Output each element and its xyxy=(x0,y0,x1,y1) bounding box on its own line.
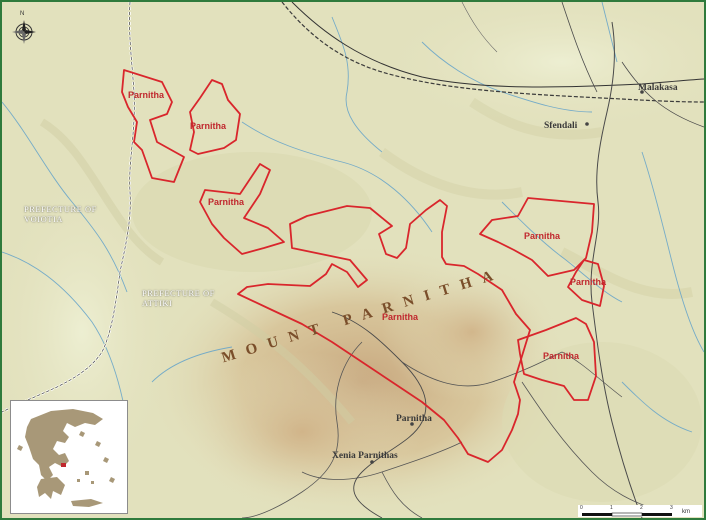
scale-tick-1: 1 xyxy=(610,505,613,511)
greece-locator-inset xyxy=(10,400,128,514)
river-network xyxy=(2,2,704,433)
scale-bar: 0 1 2 3 km xyxy=(578,505,702,517)
place-label-parnitha-village: Parnitha xyxy=(396,414,432,424)
prefecture-label-voiotia: PREFECTURE OF VOIOTIA xyxy=(24,204,97,224)
place-label-xenia: Xenia Parnithas xyxy=(332,451,398,461)
road-network xyxy=(241,2,704,518)
scale-tick-0: 0 xyxy=(580,505,583,511)
place-label-sfendali: Sfendali xyxy=(544,121,578,131)
site-boundaries xyxy=(121,69,605,463)
site-boundary-e3[interactable] xyxy=(517,317,597,401)
place-label-malakasa: Malakasa xyxy=(638,83,678,93)
site-boundary-e1[interactable] xyxy=(479,197,595,277)
site-label-main: Parnitha xyxy=(382,312,419,322)
site-label-nw2: Parnitha xyxy=(190,121,227,131)
prefecture-label-attiki: PREFECTURE OF ATTIKI xyxy=(142,288,215,308)
site-boundary-nw2[interactable] xyxy=(189,79,241,155)
compass-icon xyxy=(12,20,36,44)
site-label-e1: Parnitha xyxy=(524,231,561,241)
scale-unit: km xyxy=(682,509,690,515)
scale-tick-3: 3 xyxy=(670,505,673,511)
scale-tick-2: 2 xyxy=(640,505,643,511)
site-boundary-e2[interactable] xyxy=(567,259,605,307)
site-label-w: Parnitha xyxy=(208,197,245,207)
site-boundary-w[interactable] xyxy=(199,163,285,255)
site-boundary-nw1[interactable] xyxy=(121,69,185,183)
site-label-e3: Parnitha xyxy=(543,351,580,361)
greece-outline-icon xyxy=(17,409,115,507)
site-label-e2: Parnitha xyxy=(570,277,607,287)
site-label-nw1: Parnitha xyxy=(128,90,165,100)
compass-rose: N xyxy=(11,11,37,45)
compass-north-label: N xyxy=(20,11,25,17)
site-boundary-main[interactable] xyxy=(237,199,531,463)
town-markers xyxy=(370,90,644,464)
